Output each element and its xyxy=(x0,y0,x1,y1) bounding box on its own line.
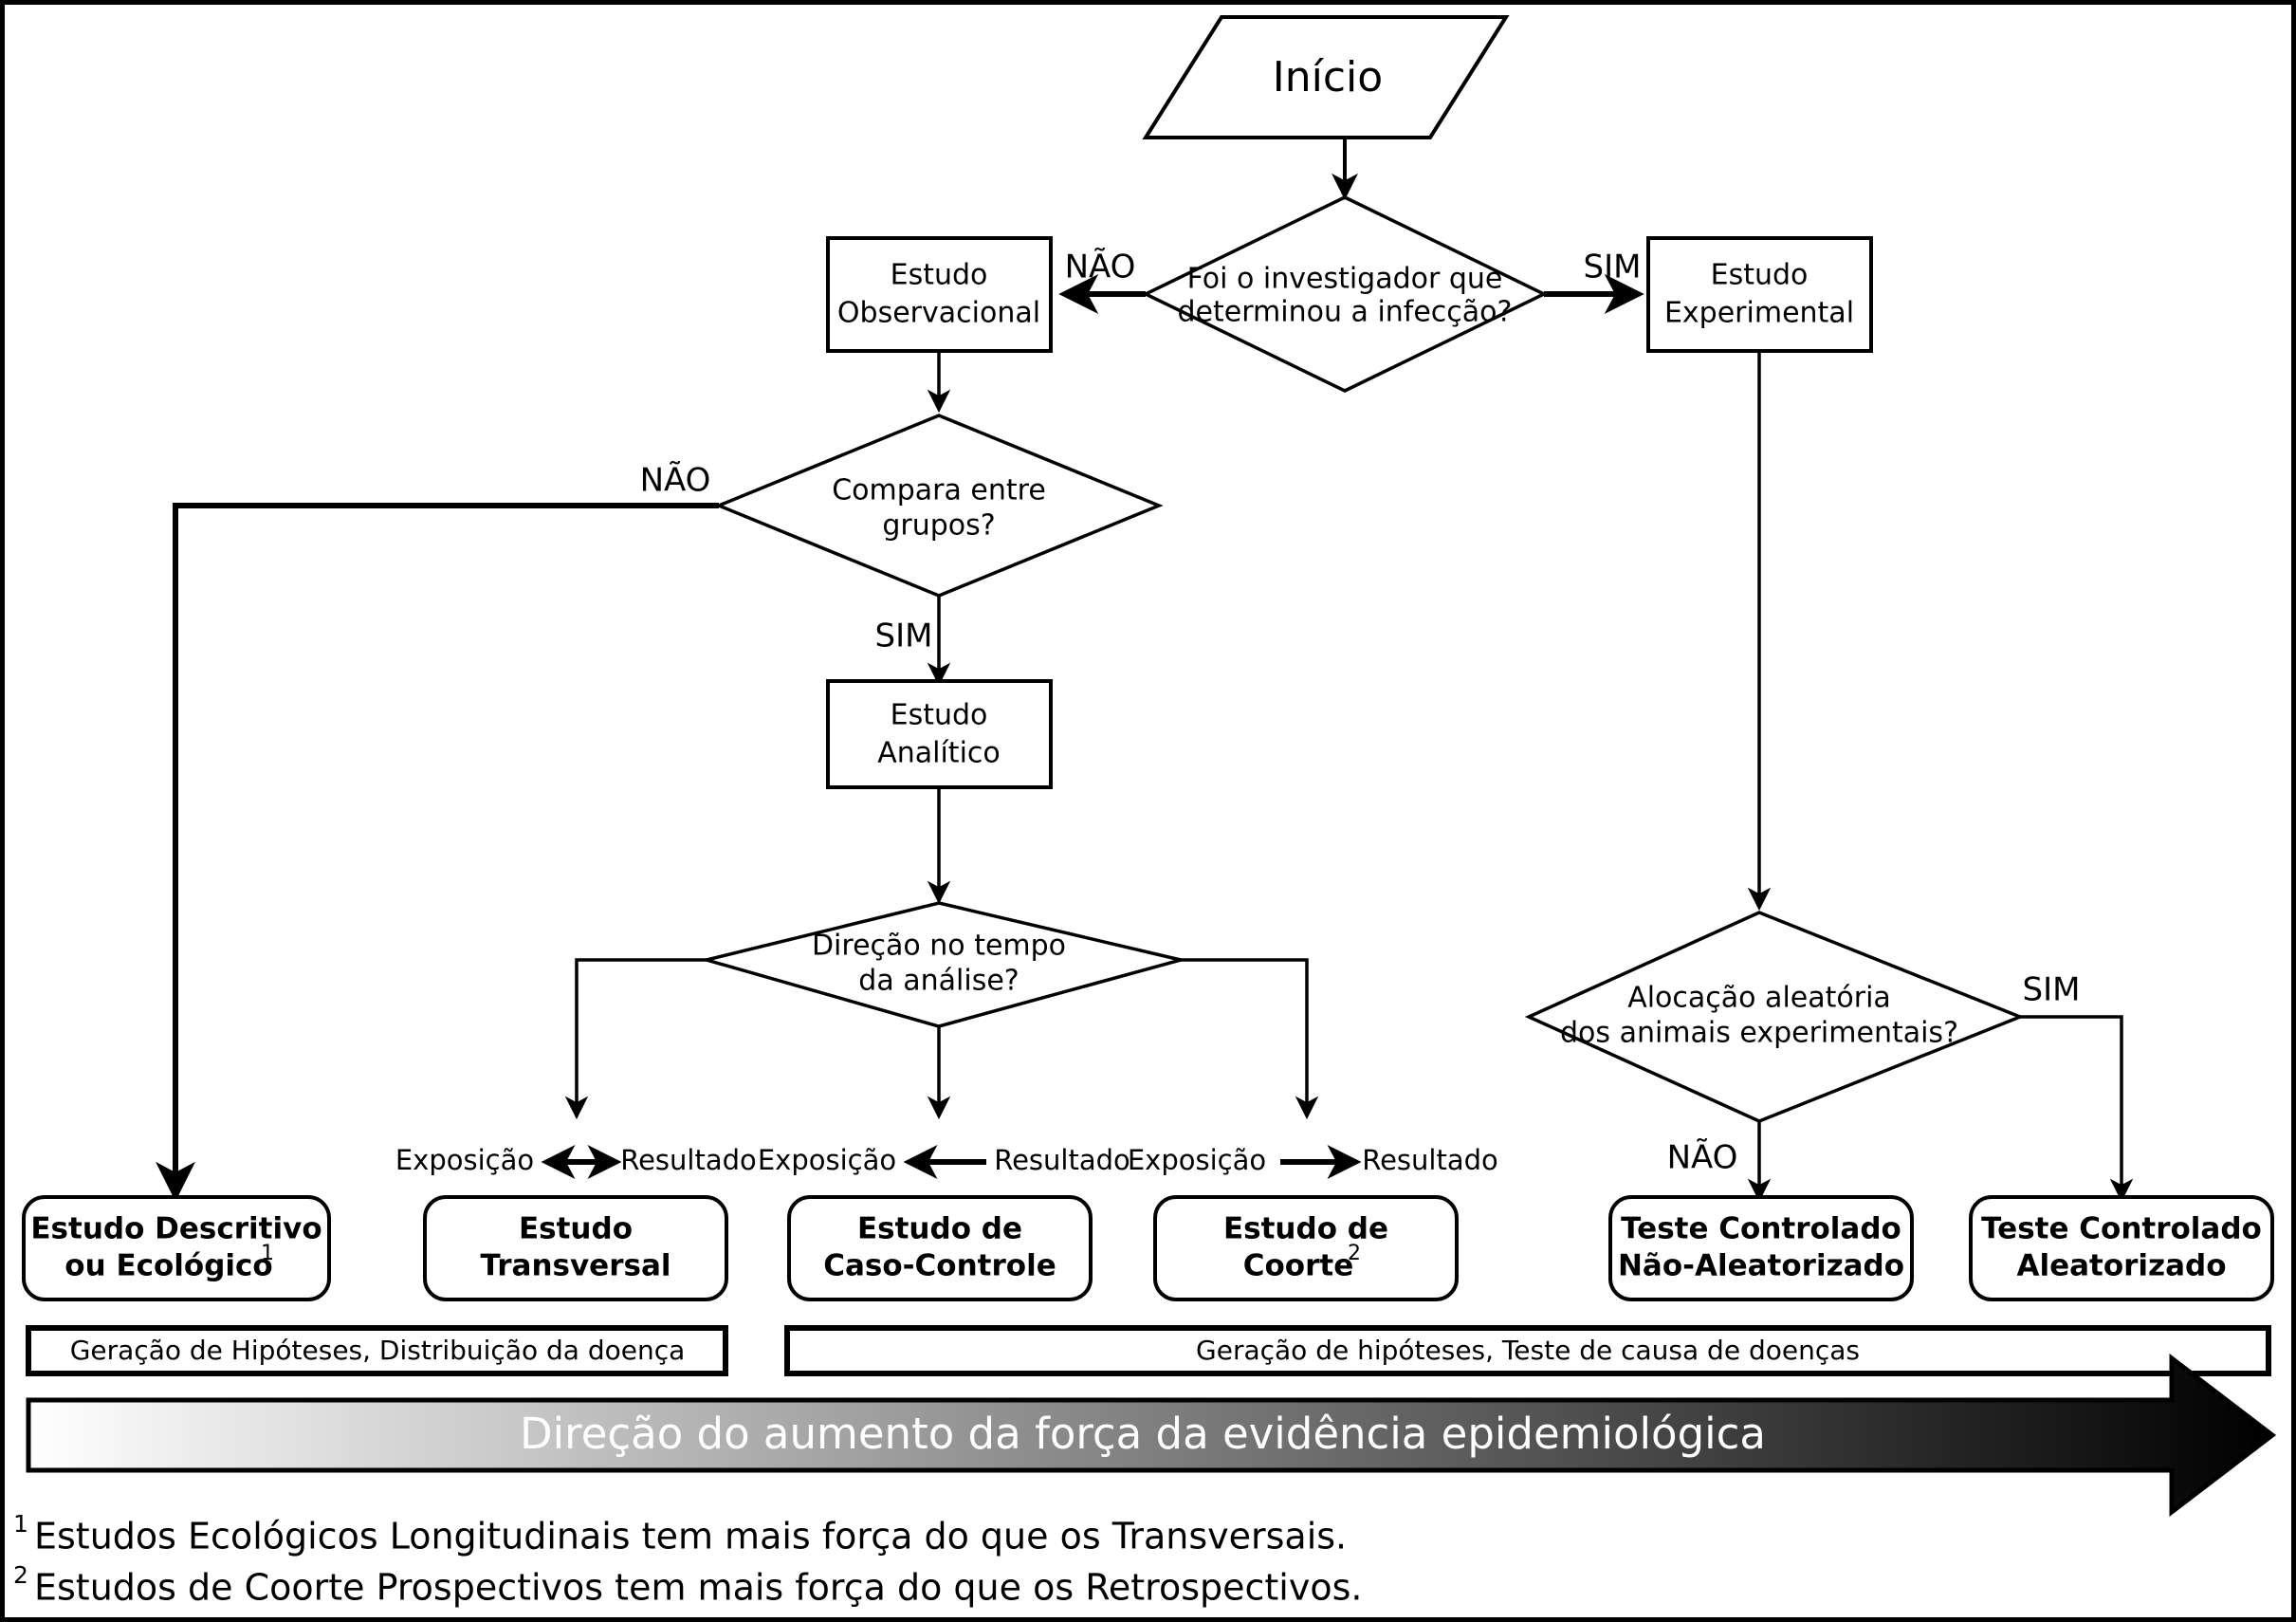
edge-d4-yes xyxy=(2020,1015,2134,1203)
node-analitico-line2: Analítico xyxy=(877,737,1001,770)
node-analitico-line1: Estudo xyxy=(891,699,988,732)
result-teste-nao-aleatorizado[interactable]: Teste Controlado Não-Aleatorizado xyxy=(1608,1195,1914,1301)
result-nao-aleatorizado-line2: Não-Aleatorizado xyxy=(1618,1249,1904,1283)
decision-compara-line1: Compara entre xyxy=(832,474,1046,507)
edge-d3-right xyxy=(1181,958,1319,1120)
footnote-1: 1 Estudos Ecológicos Longitudinais tem m… xyxy=(13,1510,1347,1557)
edge-label-d2-yes: SIM xyxy=(875,617,933,655)
decision-compara-line2: grupos? xyxy=(882,509,995,543)
purpose-bar-left: Geração de Hipóteses, Distribuição da do… xyxy=(26,1325,728,1376)
footnote-2-text: Estudos de Coorte Prospectivos tem mais … xyxy=(34,1567,1362,1609)
result-coorte-superscript: 2 xyxy=(1348,1242,1361,1265)
start-node-label: Início xyxy=(1273,53,1383,101)
purpose-bar-left-label: Geração de Hipóteses, Distribuição da do… xyxy=(70,1335,686,1366)
pair2-right-label: Resultado xyxy=(994,1144,1130,1176)
evidence-strength-label: Direção do aumento da força da evidência… xyxy=(520,1409,1766,1459)
temporal-pair-caso-controle: Exposição Resultado xyxy=(758,1144,1130,1179)
pair3-right-label: Resultado xyxy=(1362,1144,1498,1176)
pair1-right-label: Resultado xyxy=(620,1144,757,1176)
result-aleatorizado-line2: Aleatorizado xyxy=(2016,1249,2226,1283)
node-experimental-line1: Estudo xyxy=(1711,259,1809,292)
edge-label-d1-yes: SIM xyxy=(1584,249,1642,286)
pair1-left-label: Exposição xyxy=(395,1144,534,1176)
edge-label-d4-yes: SIM xyxy=(2023,971,2081,1009)
result-estudo-descritivo[interactable]: Estudo Descritivo ou Ecológico 1 xyxy=(22,1195,331,1301)
result-nao-aleatorizado-line1: Teste Controlado xyxy=(1621,1212,1901,1246)
edge-label-d1-no: NÃO xyxy=(1065,249,1136,286)
edge-label-d4-no: NÃO xyxy=(1667,1139,1738,1177)
footnote-2: 2 Estudos de Coorte Prospectivos tem mai… xyxy=(13,1561,1362,1609)
decision-alocacao-line1: Alocação aleatória xyxy=(1627,982,1891,1015)
footnote-1-marker: 1 xyxy=(13,1510,28,1538)
result-transversal-line1: Estudo xyxy=(519,1212,633,1246)
decision-direcao-line1: Direção no tempo xyxy=(812,930,1066,963)
decision-investigador-line1: Foi o investigador que xyxy=(1187,263,1503,296)
pair3-left-label: Exposição xyxy=(1128,1144,1266,1176)
start-node: Início xyxy=(1142,15,1510,139)
result-descritivo-superscript: 1 xyxy=(261,1242,274,1265)
footnote-2-marker: 2 xyxy=(13,1561,28,1589)
edge-label-d2-no: NÃO xyxy=(640,462,711,500)
result-estudo-coorte[interactable]: Estudo de Coorte 2 xyxy=(1153,1195,1459,1301)
decision-alocacao-aleatoria: Alocação aleatória dos animais experimen… xyxy=(1524,911,2025,1123)
result-descritivo-line1: Estudo Descritivo xyxy=(30,1212,321,1246)
result-coorte-line1: Estudo de xyxy=(1223,1212,1388,1246)
result-transversal-line2: Transversal xyxy=(481,1249,671,1283)
node-observacional-line1: Estudo xyxy=(891,259,988,292)
decision-alocacao-line2: dos animais experimentais? xyxy=(1560,1017,1958,1050)
edge-d2-no xyxy=(156,503,719,1202)
result-estudo-caso-controle[interactable]: Estudo de Caso-Controle xyxy=(787,1195,1093,1301)
node-estudo-experimental: Estudo Experimental xyxy=(1646,236,1873,353)
temporal-pair-transversal: Exposição Resultado xyxy=(395,1144,757,1179)
result-descritivo-line2: ou Ecológico xyxy=(64,1249,272,1283)
decision-direcao-tempo: Direção no tempo da análise? xyxy=(700,901,1182,1028)
node-observacional-line2: Observacional xyxy=(837,297,1040,330)
decision-investigador-line2: determinou a infecção? xyxy=(1178,296,1513,329)
result-teste-aleatorizado[interactable]: Teste Controlado Aleatorizado xyxy=(1969,1195,2274,1301)
result-caso-controle-line1: Estudo de xyxy=(857,1212,1022,1246)
decision-direcao-line2: da análise? xyxy=(858,965,1019,998)
purpose-bar-right-label: Geração de hipóteses, Teste de causa de … xyxy=(1196,1335,1860,1366)
edge-d3-left xyxy=(564,958,707,1120)
pair2-left-label: Exposição xyxy=(758,1144,896,1176)
decision-investigador: Foi o investigador que determinou a infe… xyxy=(1141,195,1549,393)
decision-compara-grupos: Compara entre grupos? xyxy=(714,414,1164,598)
evidence-strength-arrow: Direção do aumento da força da evidência… xyxy=(26,1353,2277,1518)
node-estudo-analitico: Estudo Analítico xyxy=(826,679,1053,789)
node-experimental-line2: Experimental xyxy=(1664,297,1854,330)
temporal-pair-coorte: Exposição Resultado xyxy=(1128,1144,1498,1179)
footnote-1-text: Estudos Ecológicos Longitudinais tem mai… xyxy=(34,1516,1347,1557)
result-caso-controle-line2: Caso-Controle xyxy=(823,1249,1056,1283)
result-coorte-line2: Coorte xyxy=(1243,1249,1353,1283)
purpose-bar-right: Geração de hipóteses, Teste de causa de … xyxy=(784,1325,2271,1376)
result-aleatorizado-line1: Teste Controlado xyxy=(1981,1212,2262,1246)
result-estudo-transversal[interactable]: Estudo Transversal xyxy=(423,1195,728,1301)
node-estudo-observacional: Estudo Observacional xyxy=(826,236,1053,353)
